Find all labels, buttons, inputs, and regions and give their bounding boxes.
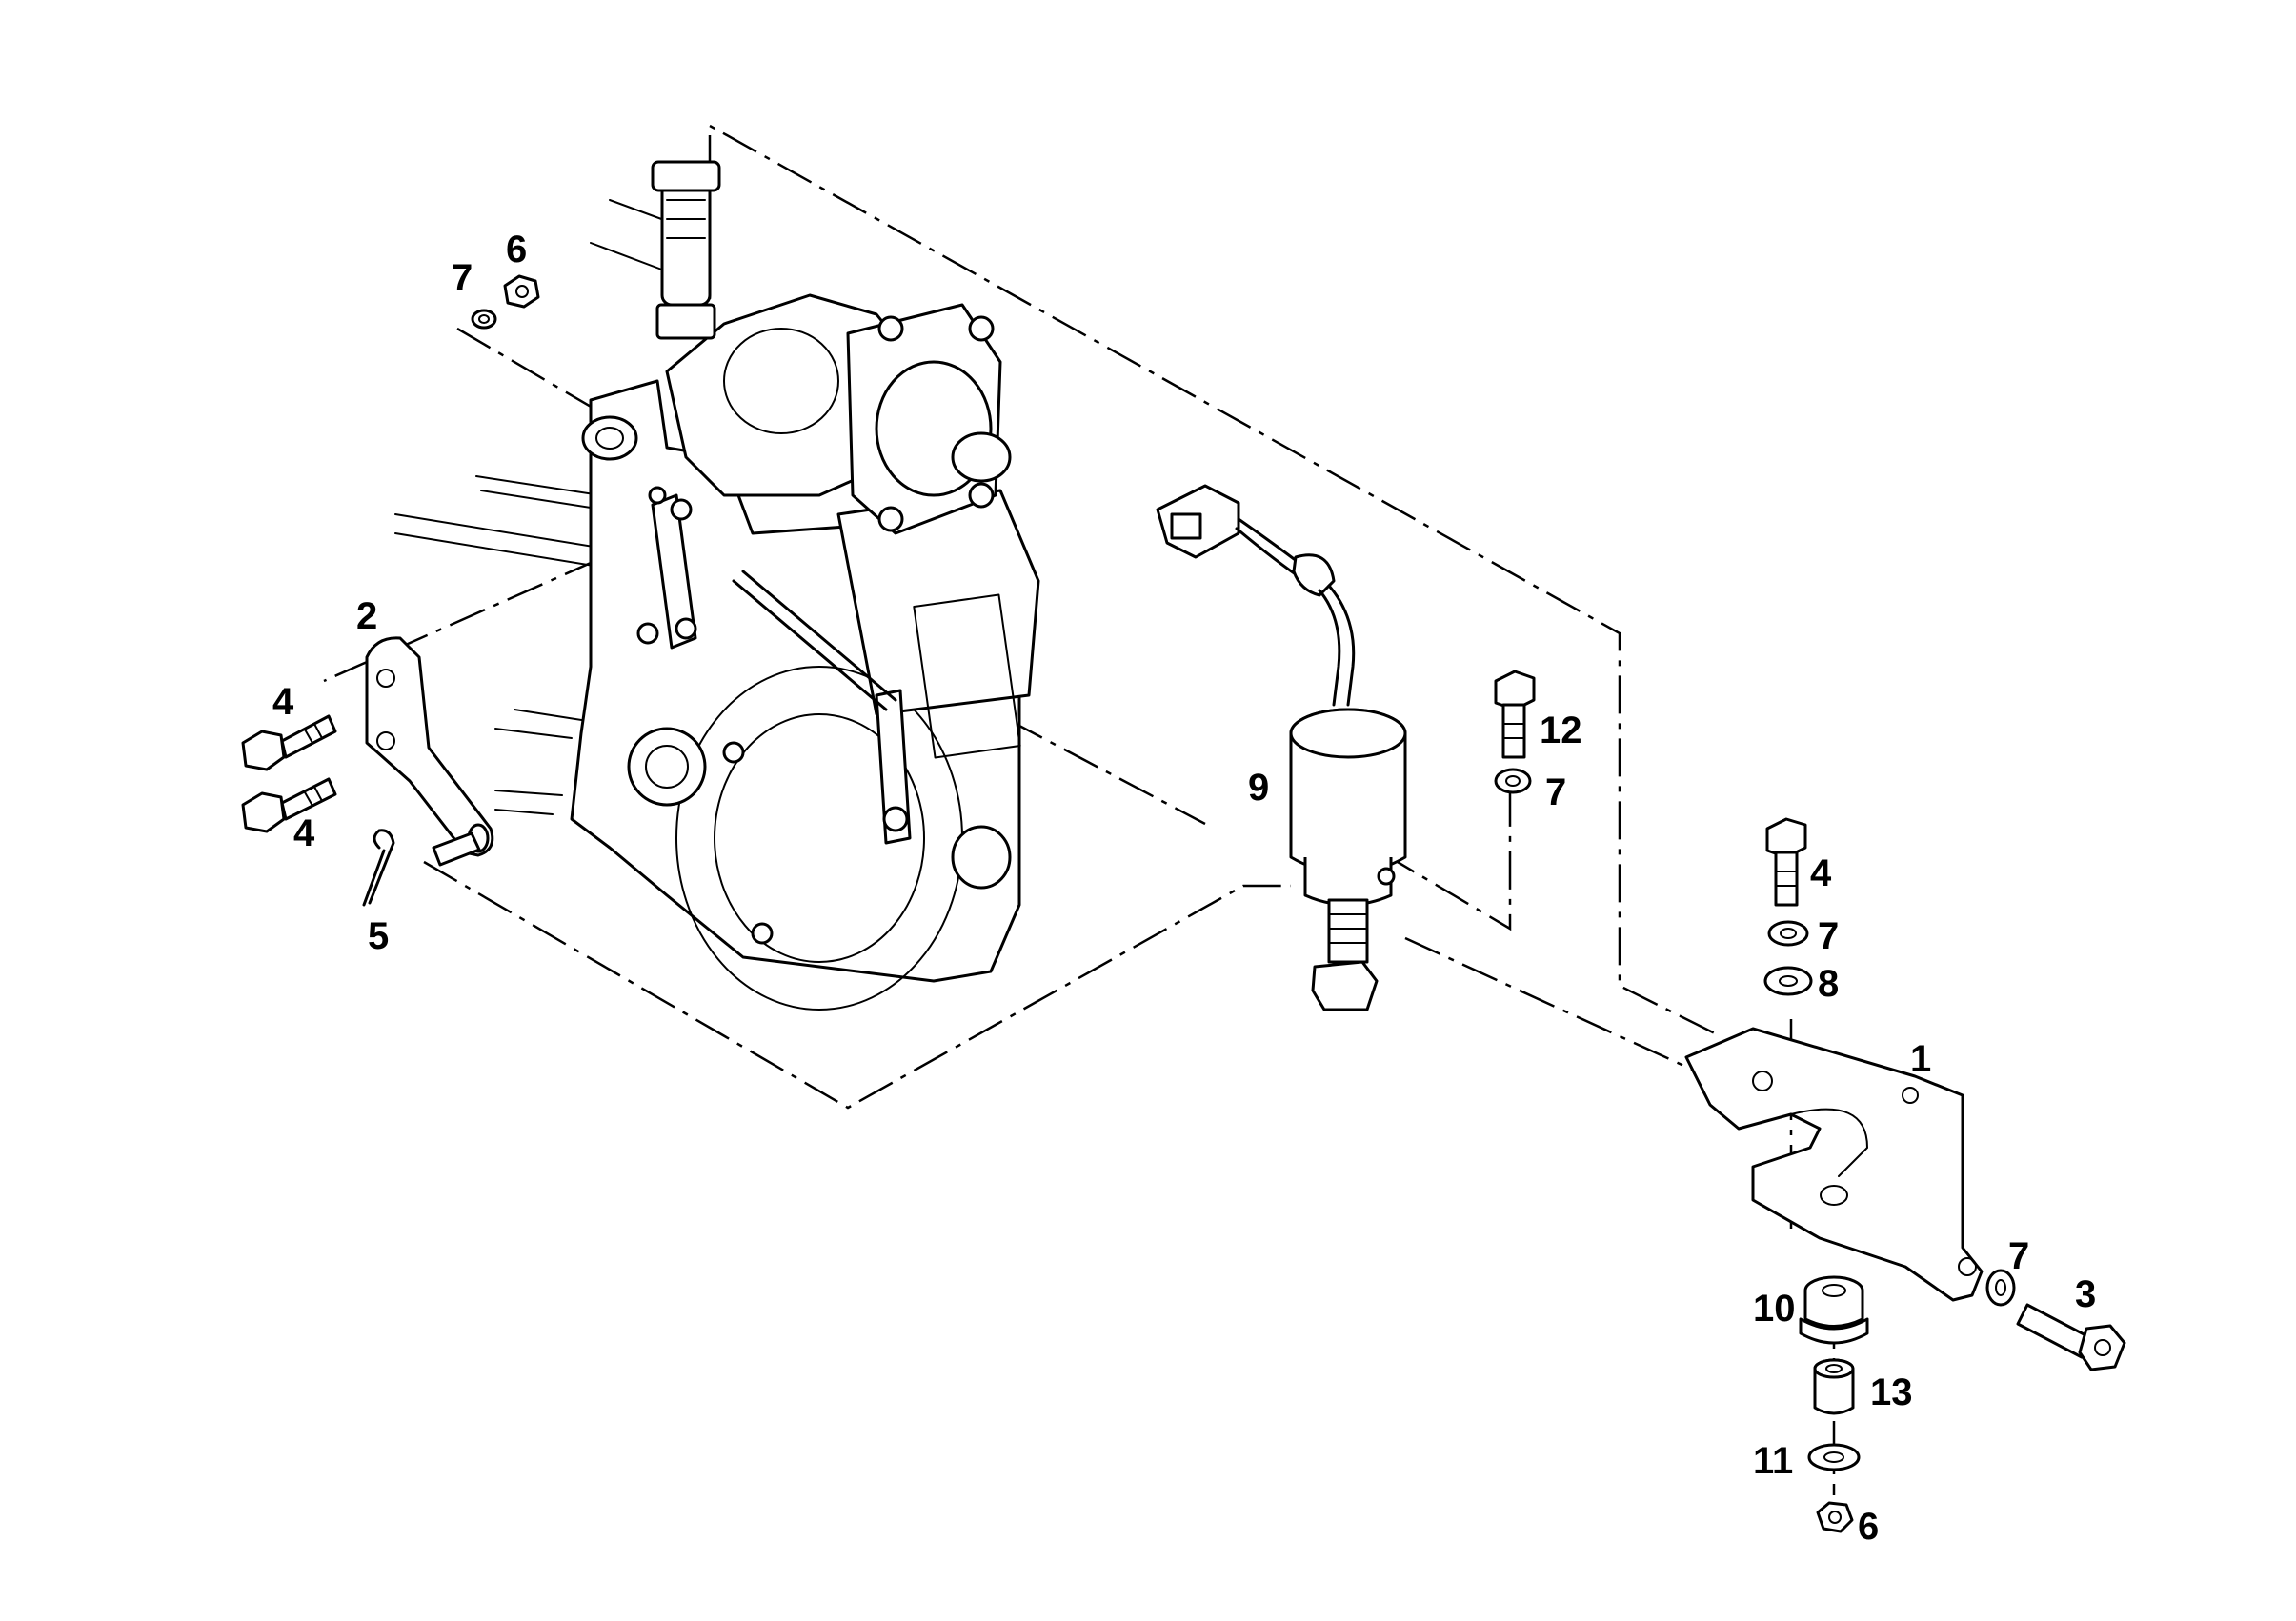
callout-9: 9 [1248,767,1269,809]
part-4-bolt-right [1765,817,1807,907]
part-13-spacer [1813,1358,1855,1415]
callout-6-bottom: 6 [1858,1506,1879,1548]
part-12-bolt [1494,670,1536,759]
part-3-bolt [2016,1303,2126,1371]
callout-4-right: 4 [1810,852,1832,894]
callout-8: 8 [1818,963,1839,1005]
part-4-bolt-upper-left [241,714,337,771]
callout-7-right-lower: 7 [2008,1235,2029,1277]
part-10-rubber-mount [1799,1275,1869,1345]
part-11-washer [1807,1443,1861,1471]
callout-11: 11 [1753,1440,1793,1482]
part-6-nut-bottom [1816,1501,1854,1533]
part-2-lever-bracket [365,636,494,857]
part-5-cotter-pin [362,829,395,907]
part-7-washer-mid [1494,768,1532,794]
callout-10: 10 [1753,1288,1796,1330]
callout-3: 3 [2075,1273,2096,1315]
pivot-pin [432,831,481,867]
callout-4-bottom-left: 4 [293,812,315,854]
part-9-stop-solenoid [1156,484,1407,1011]
callout-7-right-upper: 7 [1818,915,1839,957]
callout-7-top-left: 7 [452,257,473,299]
assembly-guide-lines [323,123,1836,1495]
callout-labels: 1 2 3 4 4 4 5 6 6 7 7 7 7 8 9 10 11 12 1… [272,229,2096,1548]
callout-2: 2 [356,595,377,637]
callout-12: 12 [1540,710,1582,751]
part-7-washer-top-left [471,309,497,330]
part-8-washer [1763,966,1813,996]
callout-7-mid: 7 [1545,771,1566,813]
part-4-bolt-lower-left [241,777,337,833]
callout-4-top-left: 4 [272,681,294,723]
callout-6-top: 6 [506,229,527,270]
callout-5: 5 [368,915,389,957]
part-1-mounting-bracket [1684,1027,1984,1302]
callout-13: 13 [1870,1371,1913,1413]
part-7-washer-right-upper [1767,920,1809,947]
part-7-washer-right-lower [1985,1269,2016,1307]
part-6-nut-top [503,274,540,309]
injection-pump-assembly [394,160,1040,1011]
callout-1: 1 [1910,1038,1931,1080]
